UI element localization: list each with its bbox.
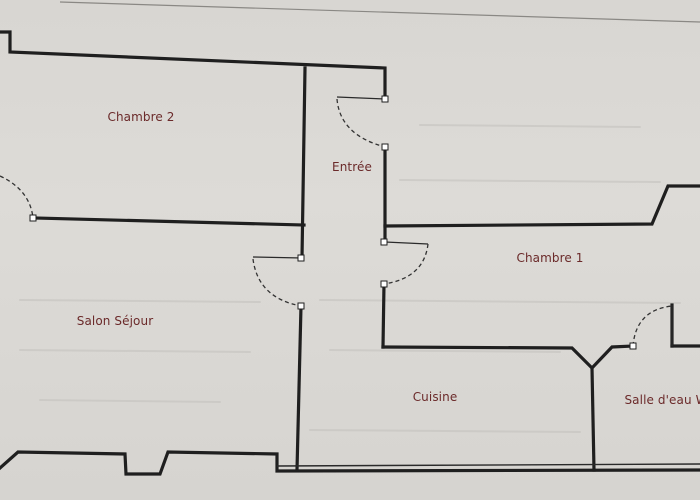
door-arc-chambre-2 — [0, 175, 34, 219]
paper-background-lines — [19, 124, 681, 433]
doors — [0, 96, 673, 347]
hinge-chambre-2 — [29, 214, 37, 222]
hinge-chambre-1-top — [380, 238, 388, 246]
room-label-salle-deau: Salle d'eau W — [624, 393, 700, 407]
door-leaf-entree — [336, 96, 386, 100]
door-arc-salle-deau — [632, 305, 673, 347]
hinge-salon-bottom — [297, 302, 305, 310]
wall-cuisine-salle-deau — [590, 366, 596, 472]
page-top-edge — [59, 1, 700, 23]
door-arc-chambre-1 — [383, 243, 429, 285]
room-label-salon-sejour: Salon Séjour — [76, 314, 154, 328]
wall-chambre-2-entree — [300, 66, 307, 260]
hinge-entree-top — [381, 95, 389, 103]
wall-top-chambre-2 — [0, 30, 387, 102]
door-hinges — [29, 95, 637, 350]
wall-bottom-inner — [276, 463, 700, 467]
hinge-salle-deau — [629, 342, 637, 350]
room-label-cuisine: Cuisine — [412, 390, 458, 404]
wall-salon-entree — [295, 304, 303, 472]
wall-cuisine-top — [381, 344, 635, 371]
hinge-chambre-1-bottom — [380, 280, 388, 288]
door-leaf-salon — [252, 256, 303, 259]
door-leaf-chambre-1 — [384, 241, 429, 245]
hinge-salon-top — [297, 254, 305, 262]
hinge-entree-bottom — [381, 143, 389, 151]
door-arc-salon — [252, 258, 302, 307]
room-label-chambre-2: Chambre 2 — [107, 110, 175, 124]
door-arc-entree — [336, 98, 386, 148]
room-label-chambre-1: Chambre 1 — [516, 251, 584, 265]
wall-cuisine-left — [381, 282, 386, 349]
wall-top-chambre-1 — [383, 184, 700, 228]
room-label-entree: Entrée — [332, 160, 372, 174]
walls — [0, 30, 700, 476]
wall-chambre-2-salon — [32, 216, 306, 227]
